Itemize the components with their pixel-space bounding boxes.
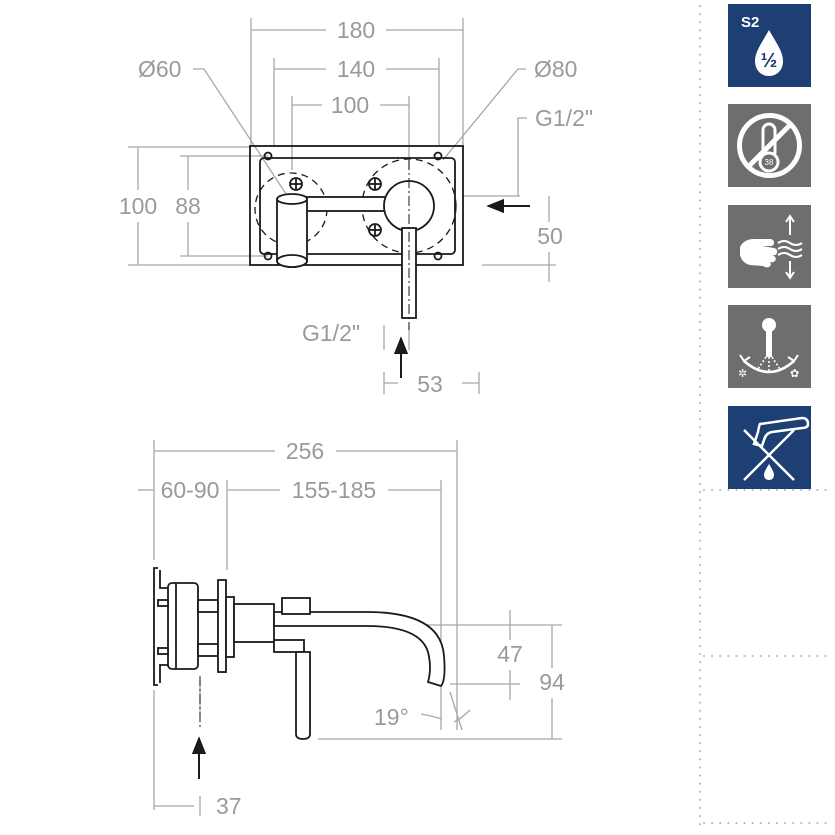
dim-100-width: 100 <box>292 92 409 118</box>
spout-top <box>276 193 308 205</box>
tile-sublabel: ½ <box>761 50 778 72</box>
svg-text:✲: ✲ <box>738 367 747 380</box>
connection-bar <box>295 196 393 212</box>
side-view: 256 60-90 155-185 47 94 19° <box>138 438 565 819</box>
hand-wash-flow-icon <box>728 205 811 288</box>
spout-side <box>273 611 446 688</box>
dim-diameter-80: Ø80 <box>442 56 577 161</box>
dim-94: 94 <box>539 625 565 739</box>
dim-label: Ø60 <box>138 56 181 82</box>
dim-label: 256 <box>286 438 324 464</box>
dim-label: 50 <box>537 223 563 249</box>
svg-text:✿: ✿ <box>790 367 799 380</box>
handle-lever-side <box>295 651 311 740</box>
dim-thread-bottom: G1/2" <box>302 320 360 346</box>
dim-100-height: 100 <box>119 147 157 265</box>
dim-label: G1/2" <box>302 320 360 346</box>
no-thermostat-icon: 38 <box>728 104 811 187</box>
dim-label: 60-90 <box>161 477 220 503</box>
no-drip-icon <box>728 406 811 489</box>
dim-53: 53 <box>383 371 480 397</box>
dim-label: 94 <box>539 669 565 695</box>
valve-cap <box>281 597 311 615</box>
dim-label: 37 <box>216 793 242 819</box>
tile-label: S2 <box>741 14 759 31</box>
mounting-plate-inner <box>259 157 456 255</box>
dim-label: 140 <box>337 56 375 82</box>
screws <box>289 177 382 237</box>
sidebar-frame <box>699 5 833 833</box>
dim-155-185: 155-185 <box>227 477 441 503</box>
dim-180: 180 <box>251 17 463 43</box>
dim-140: 140 <box>274 56 439 82</box>
dim-37: 37 <box>154 793 242 819</box>
dim-thread-right: G1/2" <box>517 105 593 196</box>
dim-label: G1/2" <box>535 105 593 131</box>
dim-256: 256 <box>154 438 457 464</box>
wall-flange <box>225 596 235 658</box>
dim-50: 50 <box>537 196 563 282</box>
dim-60-90: 60-90 <box>138 477 219 503</box>
dim-label: 100 <box>119 193 157 219</box>
dim-label: 47 <box>497 641 523 667</box>
concealed-body <box>153 567 227 730</box>
mounting-plate <box>249 145 464 266</box>
dim-88: 88 <box>175 156 201 256</box>
spout-outlet <box>276 254 308 268</box>
tile-label: 38 <box>765 158 774 167</box>
front-view: 180 140 100 Ø60 Ø80 G1/2" <box>119 17 593 397</box>
dim-19-deg: 19° <box>374 691 471 731</box>
dim-diameter-60: Ø60 <box>138 56 291 201</box>
dim-label: 155-185 <box>292 477 376 503</box>
dim-label: 88 <box>175 193 201 219</box>
handle-hub <box>273 639 305 653</box>
dim-label: Ø80 <box>534 56 577 82</box>
dim-47: 47 <box>497 610 523 700</box>
dim-label: 53 <box>417 371 443 397</box>
dim-label: 180 <box>337 17 375 43</box>
dim-label: 100 <box>331 92 369 118</box>
dim-label: 19° <box>374 704 409 730</box>
front-extension-lines <box>128 18 556 350</box>
mounting-holes <box>263 151 443 261</box>
cover-plate <box>233 603 275 643</box>
s2-water-saving-icon: S2 ½ <box>728 4 811 87</box>
swivel-hot-cold-icon: ✲ ✿ <box>728 305 811 388</box>
